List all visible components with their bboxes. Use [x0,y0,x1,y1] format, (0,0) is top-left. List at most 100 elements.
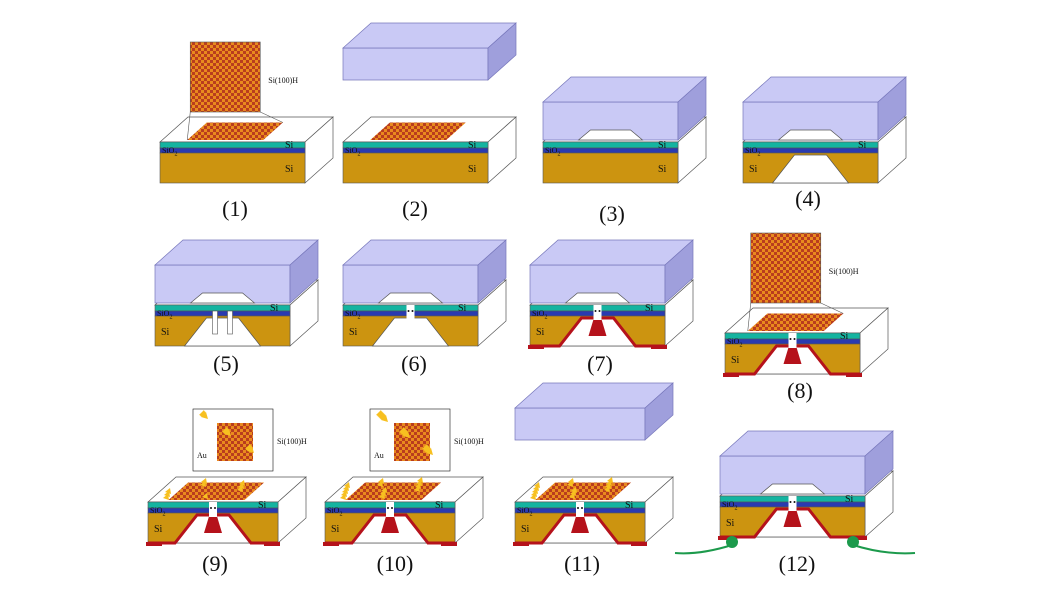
si-top-layer [342,141,489,149]
si-bulk-label: Si [154,524,163,535]
electrode-left [530,316,594,348]
si-bulk-layer [542,152,679,184]
nano-gap [209,502,217,517]
sio2-label: SiO2 [345,309,360,321]
si100h-label: Si(100)H [277,437,307,446]
glass-recess [377,292,444,304]
gold-nanoparticle [607,477,613,483]
electrode-right [796,344,860,376]
gold-nanoparticle-zoom [403,431,410,438]
electrode-tip [588,316,607,336]
electrode-right [796,507,865,539]
sio2-label: SiO2 [345,146,360,158]
si-bulk-label: Si [658,164,667,175]
gold-nanoparticle [568,478,574,484]
sio2-label: SiO2 [727,337,742,349]
nano-gap [406,305,415,320]
si-bulk-label: Si [726,518,735,529]
si-top-label: Si [258,500,267,511]
electrode-tip [204,513,222,533]
electrode-tip [571,513,589,533]
si-top-label: Si [658,140,667,151]
sio2-label: SiO2 [745,146,760,158]
glass-recess [759,483,826,495]
glass-cover-side [677,76,707,141]
sio2-text: SiO [517,506,530,515]
si-bulk-label: Si [161,327,170,338]
sio2-text: SiO [150,506,163,515]
si-bulk-label: Si [731,355,740,366]
step-5-group [154,239,319,347]
etched-cavity [371,317,450,347]
gap-dot [391,507,393,509]
projection-line [747,302,752,332]
gold-nanoparticle [571,487,577,493]
gold-nanoparticle-zoom [381,415,388,422]
gold-nanoparticle [378,478,384,484]
etched-cavity [771,154,850,184]
gap-dot [407,310,410,312]
sio2-subscript: 2 [162,511,166,518]
si100h-label: Si(100)H [454,437,484,446]
step-3-group [542,76,707,184]
step-label-2: (2) [402,196,428,221]
gap-dot [789,501,792,503]
sio2-subscript: 2 [339,511,343,518]
step-12-group [674,430,916,555]
electrode-right [601,316,665,348]
sio2-subscript: 2 [357,151,361,158]
gold-nanoparticle [202,493,208,499]
gold-nanoparticle [239,480,245,486]
step-4-group [742,76,907,184]
glass-cover-top [742,76,907,103]
sio2-label: SiO2 [517,506,532,518]
step-6-group [342,239,507,347]
gap-dot [789,338,792,340]
si100h-zoom-patch [217,423,253,461]
electrode-tip [783,507,802,527]
si-bulk-label: Si [349,327,358,338]
sio2-label: SiO2 [722,500,737,512]
glass-cover-side [289,239,319,304]
si-top-label: Si [845,494,854,505]
sio2-label: SiO2 [150,506,165,518]
step-label-3: (3) [599,201,625,226]
glass-recess [189,292,256,304]
glass-cover-side [477,239,507,304]
sio2-text: SiO [722,500,735,509]
electrode-left [720,507,789,539]
trench-left [212,310,218,335]
si100h-label: Si(100)H [268,76,299,85]
sio2-label: SiO2 [327,506,342,518]
step-11-group [513,382,674,546]
projection-line [820,302,844,314]
sio2-subscript: 2 [169,314,173,321]
si100h-patch [370,122,466,140]
sio2-text: SiO [745,146,758,155]
step-label-10: (10) [376,551,414,576]
gold-nanoparticle-zoom [201,412,208,419]
si-top-label: Si [285,140,294,151]
si-bulk-layer [159,152,306,184]
si-top-label: Si [840,331,849,342]
gap-dot [210,507,212,509]
step-7-group [528,239,694,349]
si100h-zoom-patch [394,423,430,461]
gap-dot [598,310,601,312]
sio2-subscript: 2 [734,505,738,512]
gold-nanoparticle [534,482,540,488]
nano-gap [593,305,602,320]
glass-recess [777,129,844,141]
au-label: Au [197,451,207,460]
step-label-9: (9) [202,551,228,576]
sio2-label: SiO2 [545,146,560,158]
step-1-group [159,41,334,184]
si-top-label: Si [435,500,444,511]
glass-cover-side [664,239,694,304]
glass-cover-front [514,407,646,441]
si100h-label: Si(100)H [828,267,859,276]
sio2-text: SiO [727,337,740,346]
glass-cover-top [529,239,694,266]
